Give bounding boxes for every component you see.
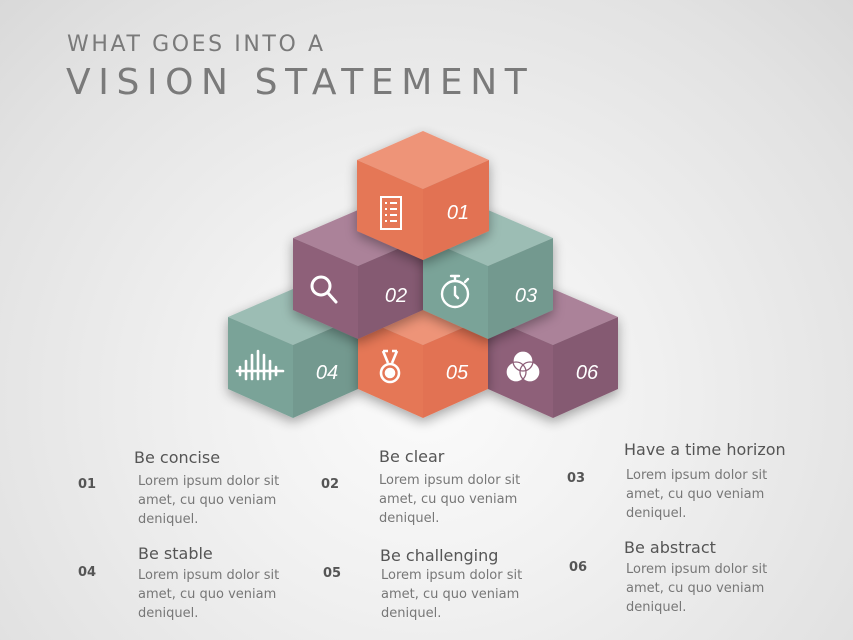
- cube-number-04: 04: [316, 362, 338, 384]
- cube-04: 04: [228, 289, 358, 418]
- item-heading: Be abstract: [624, 538, 716, 557]
- title-line-1: WHAT GOES INTO A: [67, 32, 326, 57]
- cube-number-05: 05: [446, 362, 469, 384]
- medal-icon: [379, 349, 401, 384]
- cube-number-06: 06: [576, 362, 599, 384]
- item-text: Lorem ipsum dolor sit amet, cu quo venia…: [381, 568, 523, 621]
- cube-number-01: 01: [447, 202, 469, 224]
- item-text: Lorem ipsum dolor sit amet, cu quo venia…: [138, 474, 280, 527]
- item-heading: Be challenging: [380, 546, 499, 565]
- cube-number-03: 03: [515, 285, 537, 307]
- item-text: Lorem ipsum dolor sit amet, cu quo venia…: [379, 473, 521, 526]
- item-heading: Have a time horizon: [624, 440, 786, 459]
- stopwatch-icon: [440, 274, 470, 309]
- item-text: Lorem ipsum dolor sit amet, cu quo venia…: [626, 468, 768, 521]
- page-title: VISION STATEMENT: [66, 62, 535, 103]
- cube-01: 01: [357, 131, 489, 260]
- item-number: 04: [78, 565, 97, 580]
- venn-circles-icon: [505, 350, 541, 383]
- item-number: 02: [321, 477, 340, 492]
- item-text: Lorem ipsum dolor sit amet, cu quo venia…: [626, 562, 768, 615]
- item-number: 05: [323, 566, 342, 581]
- search-icon: [310, 275, 338, 304]
- cube-number-02: 02: [385, 285, 407, 307]
- item-heading: Be concise: [134, 448, 221, 467]
- waveform-icon: [235, 349, 285, 381]
- checklist-icon: [380, 196, 402, 230]
- item-heading: Be clear: [379, 447, 445, 466]
- item-text: Lorem ipsum dolor sit amet, cu quo venia…: [138, 568, 280, 621]
- item-number: 06: [569, 560, 588, 575]
- item-number: 03: [567, 471, 586, 486]
- item-heading: Be stable: [138, 544, 213, 563]
- item-number: 01: [78, 477, 97, 492]
